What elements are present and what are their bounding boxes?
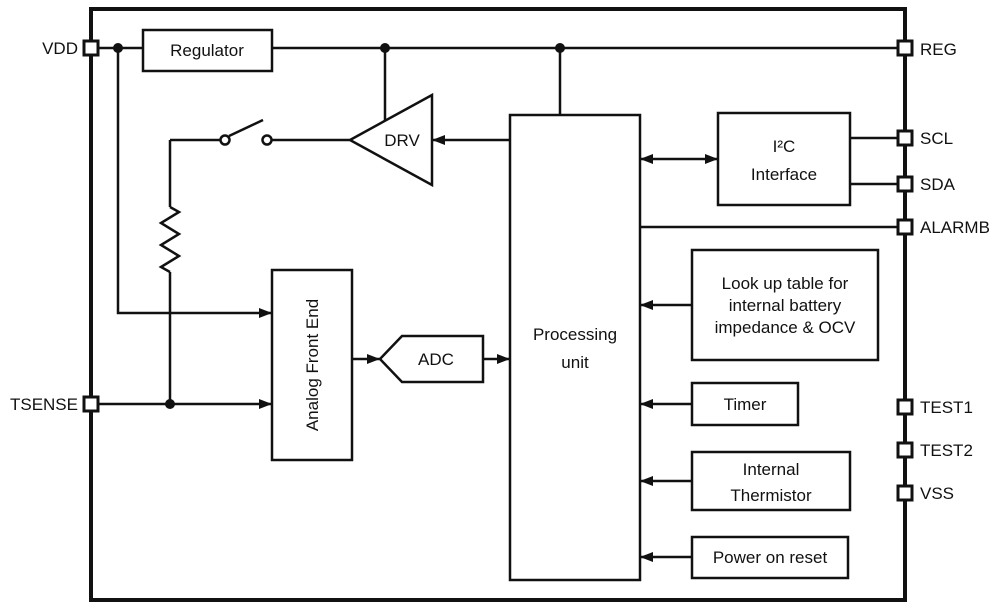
lookup-table-block	[690, 248, 880, 362]
lookup-table-label-line2: internal battery	[729, 296, 842, 315]
drv-label: DRV	[384, 131, 420, 150]
chip-boundary	[89, 7, 907, 602]
test2-pin-label: TEST2	[920, 441, 973, 460]
timer-block	[690, 381, 800, 427]
i2c-label-line2: Interface	[751, 165, 817, 184]
i2c-interface-block	[716, 111, 852, 207]
power-on-reset-label: Power on reset	[713, 548, 828, 567]
sda-pin-label: SDA	[920, 175, 956, 194]
tsense-pin-label: TSENSE	[10, 395, 78, 414]
junction-dot	[113, 43, 123, 53]
test1-pin-label: TEST1	[920, 398, 973, 417]
power-on-reset-block	[690, 535, 850, 580]
lookup-table-label-line3: impedance & OCV	[715, 318, 856, 337]
test2-pin	[896, 441, 914, 459]
internal-thermistor-block	[690, 450, 852, 512]
processing-unit-label-line1: Processing	[533, 325, 617, 344]
internal-thermistor-label-line1: Internal	[743, 460, 800, 479]
switch-contact-left	[219, 134, 231, 146]
reg-pin-label: REG	[920, 40, 957, 59]
switch-lever	[228, 118, 264, 138]
junction-dot	[380, 43, 390, 53]
drv-amplifier-block	[347, 92, 434, 188]
scl-pin-label: SCL	[920, 129, 953, 148]
test1-pin	[896, 398, 914, 416]
vss-pin	[896, 484, 914, 502]
adc-block	[378, 334, 485, 384]
junction-dot	[555, 43, 565, 53]
junction-dot	[165, 399, 175, 409]
vdd-pin	[82, 39, 100, 57]
analog-front-end-block	[270, 268, 354, 462]
scl-pin	[896, 129, 914, 147]
processing-unit-block	[508, 113, 642, 582]
processing-unit-label-line2: unit	[561, 353, 589, 372]
lookup-table-label-line1: Look up table for	[722, 274, 849, 293]
reg-pin	[896, 39, 914, 57]
internal-thermistor-label-line2: Thermistor	[730, 486, 812, 505]
sda-pin	[896, 175, 914, 193]
tsense-pin	[82, 395, 100, 413]
timer-label: Timer	[724, 395, 767, 414]
switch-contact-right	[261, 134, 273, 146]
junction-dots	[113, 43, 565, 409]
switch-symbol	[219, 118, 273, 146]
vdd-pin-label: VDD	[42, 39, 78, 58]
alarmb-pin	[896, 218, 914, 236]
alarmb-pin-label: ALARMB	[920, 218, 990, 237]
blocks: Regulator DRV Analog Front End ADC Proce…	[141, 28, 880, 582]
pin-labels: VDD TSENSE REG SCL SDA ALARMB TEST1 TEST…	[10, 39, 990, 503]
resistor-symbol	[158, 205, 182, 274]
pins	[82, 39, 914, 502]
i2c-label-line1: I²C	[773, 137, 796, 156]
wires	[97, 46, 898, 562]
vdd-to-afe-wire	[116, 48, 272, 318]
regulator-label: Regulator	[170, 41, 244, 60]
regulator-block	[141, 28, 274, 73]
vss-pin-label: VSS	[920, 484, 954, 503]
adc-label: ADC	[418, 350, 454, 369]
analog-front-end-label: Analog Front End	[303, 299, 322, 431]
